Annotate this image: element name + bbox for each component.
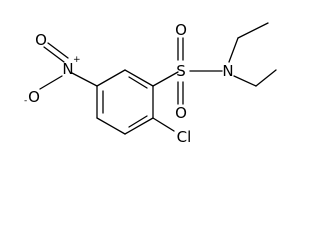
bond-ethyl2-ch2-ch3 <box>255 69 277 87</box>
bond-c-s <box>152 71 179 87</box>
atom-labels: S N O O N + O O - Cl <box>24 21 234 146</box>
atom-o-sulfonyl-bottom-label: O <box>175 104 187 122</box>
atom-n-amine-label: N <box>222 62 233 80</box>
ring-double-inner-1 <box>128 76 148 89</box>
ring-bond-1 <box>96 69 126 87</box>
bond-nitro-n-o-single <box>39 75 63 90</box>
atom-o-nitro-anion-label: O <box>28 88 40 106</box>
atom-n-nitro-label: N <box>62 60 73 78</box>
bond-c-n-nitro <box>71 72 98 87</box>
bond-n-ethyl1-ch2 <box>228 37 239 63</box>
ring-bond-5 <box>96 117 126 135</box>
bond-nitro-n-o-double-b <box>47 42 69 59</box>
bond-ethyl1-ch2-ch3 <box>237 22 269 39</box>
bond-lines <box>39 22 277 135</box>
atom-o-sulfonyl-top-label: O <box>175 21 187 39</box>
atom-s-label: S <box>176 62 186 80</box>
bond-c-cl <box>152 117 175 132</box>
bond-nitro-n-o-double-a <box>43 46 65 63</box>
bond-n-ethyl2-ch2 <box>233 75 257 87</box>
atom-o-nitro-top-label: O <box>35 31 47 49</box>
ring-bond-4 <box>124 117 154 135</box>
ring-double-inner-2 <box>128 115 148 128</box>
atom-o-nitro-charge: - <box>24 96 27 106</box>
atom-n-nitro-charge: + <box>73 55 81 65</box>
structure-diagram: S N O O N + O O - Cl <box>24 21 277 146</box>
ring-bond-2 <box>124 69 154 87</box>
atom-cl-label: Cl <box>177 128 192 146</box>
